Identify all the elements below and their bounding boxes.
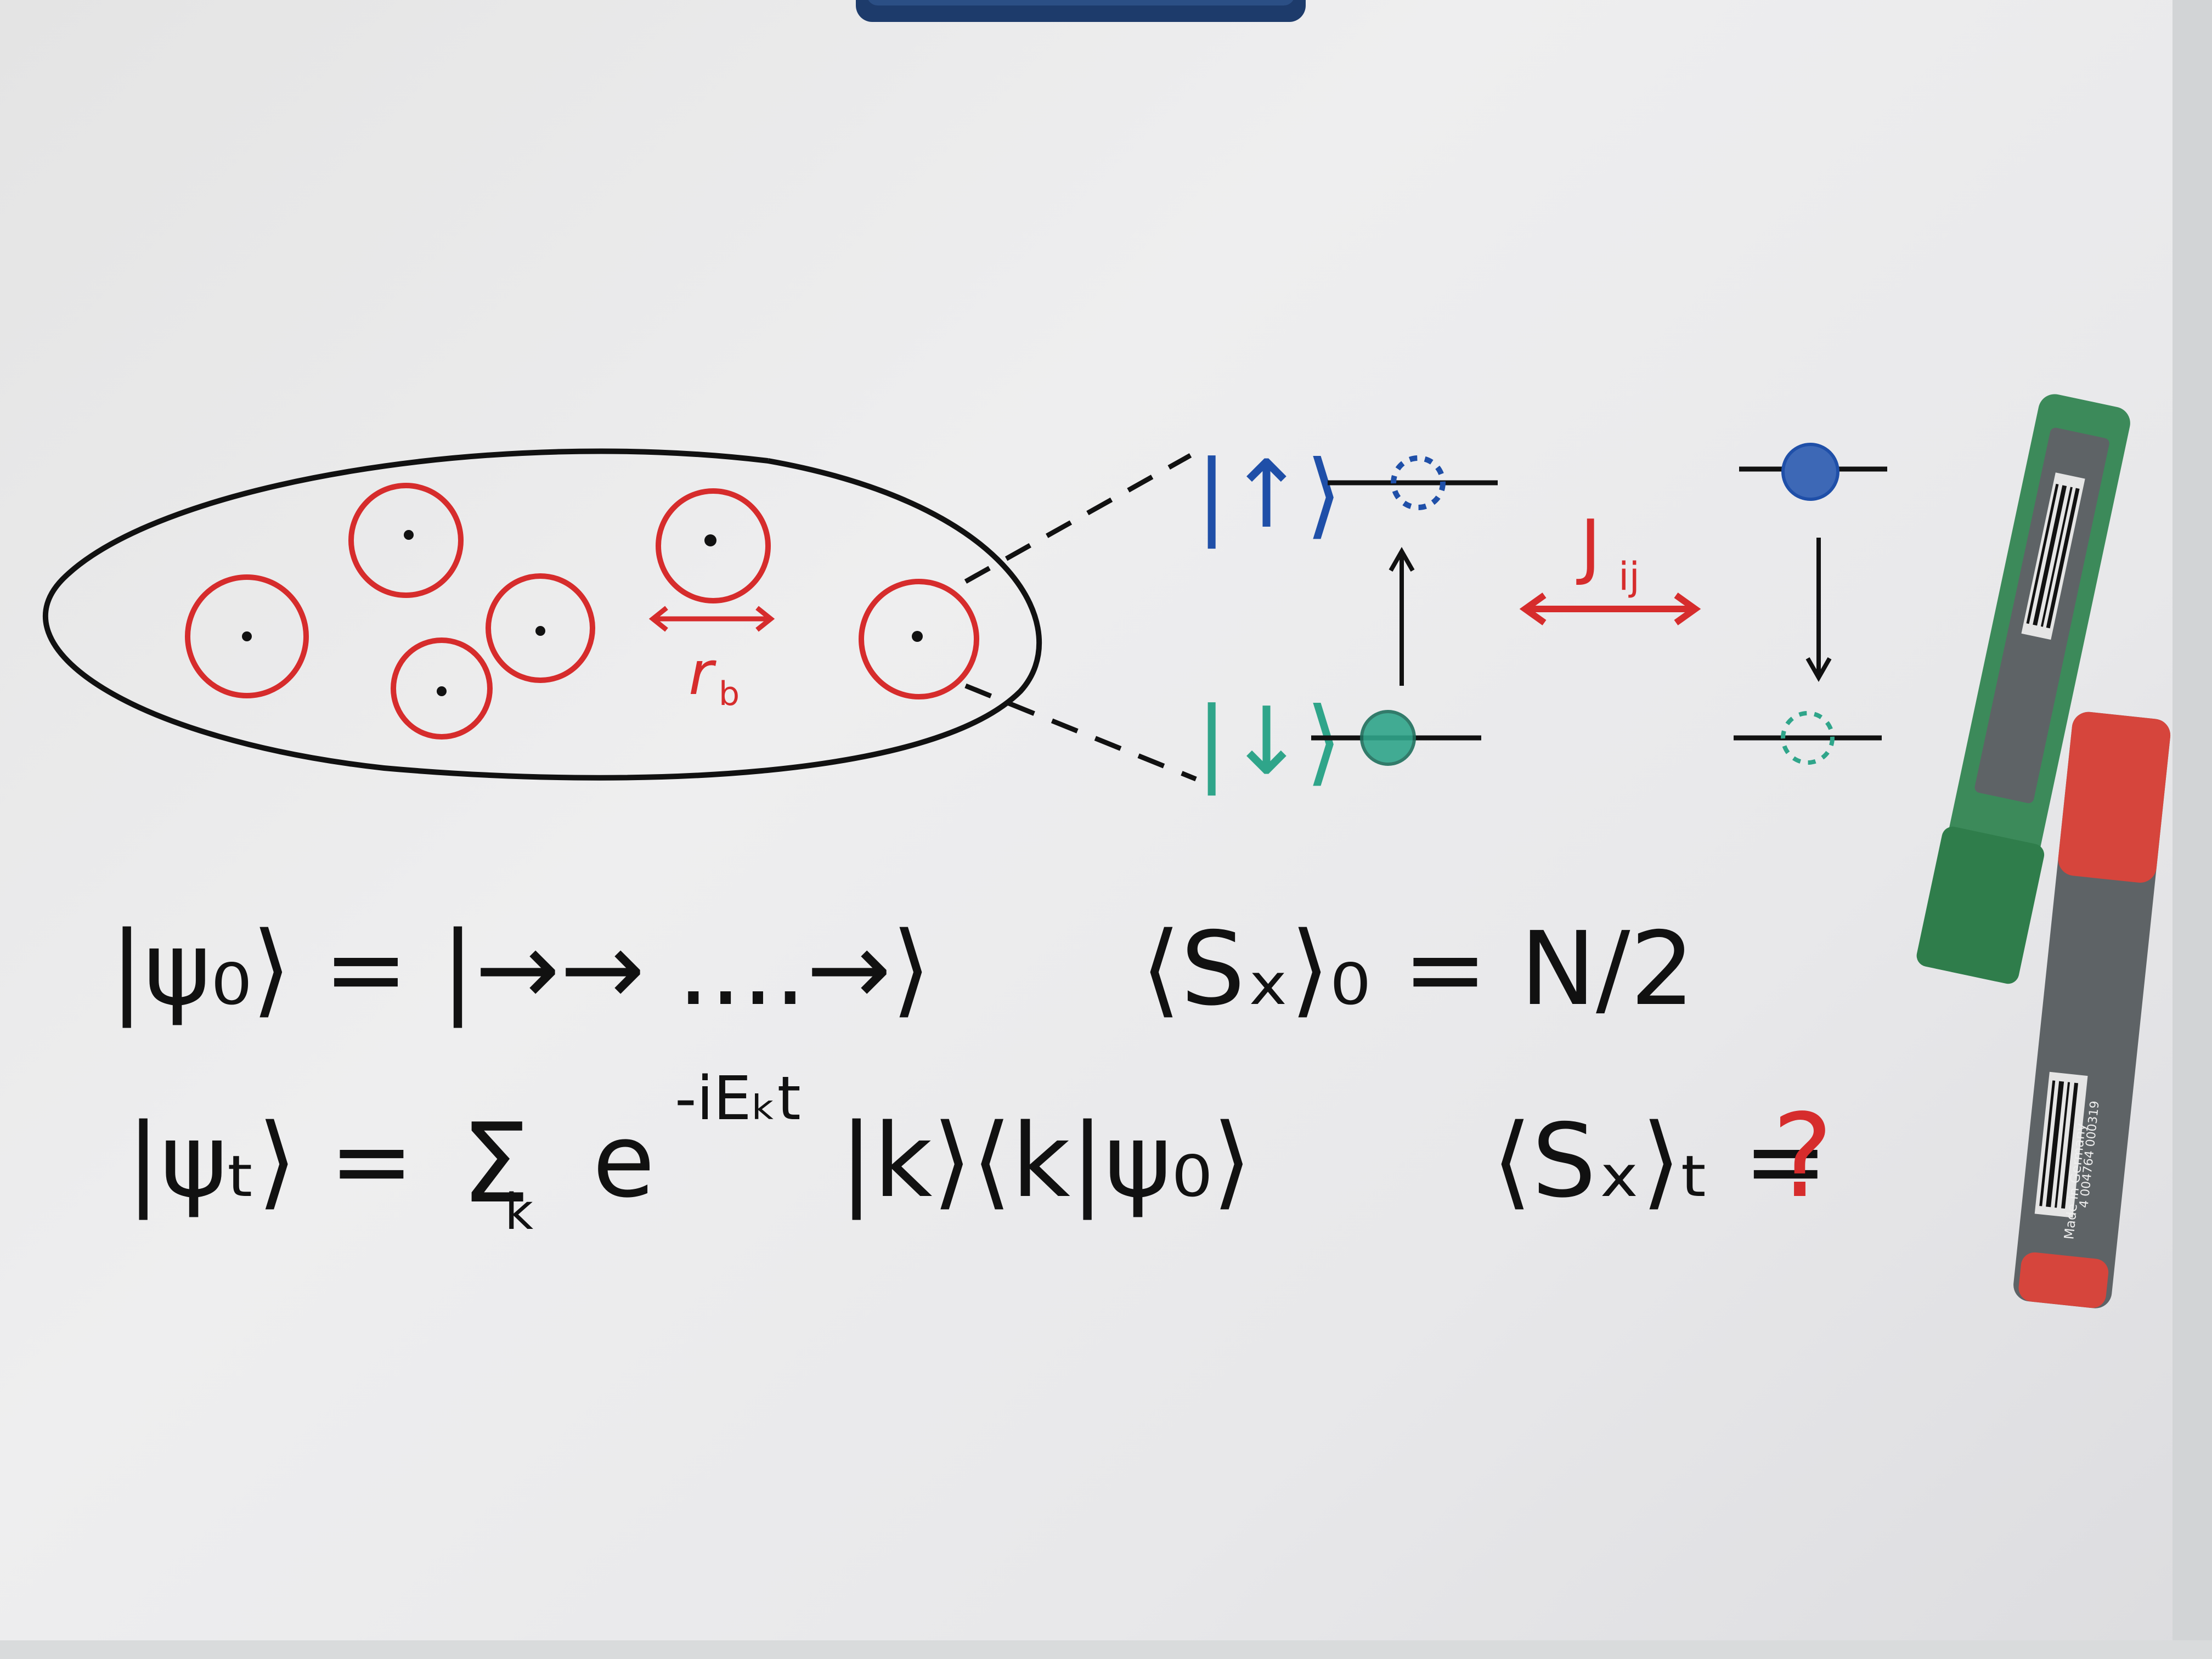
eraser-icon[interactable] — [856, 0, 1306, 22]
board-frame-bottom — [0, 1640, 2212, 1659]
atom-circle — [656, 488, 771, 603]
atom-circle — [859, 579, 979, 699]
equation-evolved-rhs: |k⟩⟨k|ψ₀⟩ — [839, 1102, 1252, 1220]
atom-circle — [348, 483, 464, 598]
blockade-radius-arrow — [648, 606, 775, 632]
ket-down: |↓⟩ — [1196, 687, 1342, 796]
exponential-base: e — [592, 1102, 655, 1220]
sum-index: k — [505, 1183, 533, 1241]
zoom-lines — [964, 453, 1197, 782]
radius-subscript: b — [719, 675, 740, 713]
coupling-arrow — [1519, 592, 1701, 625]
board-frame-right — [2172, 0, 2212, 1659]
radius-label: r — [689, 638, 716, 708]
equation-time-expectation: ⟨Sₓ⟩ₜ = — [1492, 1102, 1828, 1220]
atom-circle — [391, 637, 493, 740]
equation-initial-state: |ψ₀⟩ = |→→ ....→⟩ — [110, 910, 931, 1028]
equation-initial-expectation: ⟨Sₓ⟩₀ = N/2 — [1141, 910, 1695, 1028]
marker-icon[interactable]: Made in Germany 4 004764 000319 — [2012, 710, 2172, 1310]
two-level-system-right — [1734, 443, 1887, 765]
coupling-label: J — [1576, 504, 1601, 588]
unknown-question-mark: ? — [1772, 1089, 1833, 1223]
exponent: -iEₖt — [675, 1063, 801, 1133]
coupling-subscript: ij — [1618, 554, 1640, 599]
ket-up: |↑⟩ — [1196, 441, 1342, 549]
atom-ensemble — [42, 448, 1042, 781]
two-level-system-left — [1311, 455, 1498, 766]
marker-icon[interactable] — [1915, 390, 2138, 986]
sum-symbol: Σ — [461, 1100, 530, 1228]
atom-circle — [185, 574, 309, 698]
atom-circle — [486, 573, 595, 683]
equation-evolved-lhs: |ψₜ⟩ = — [126, 1102, 414, 1220]
